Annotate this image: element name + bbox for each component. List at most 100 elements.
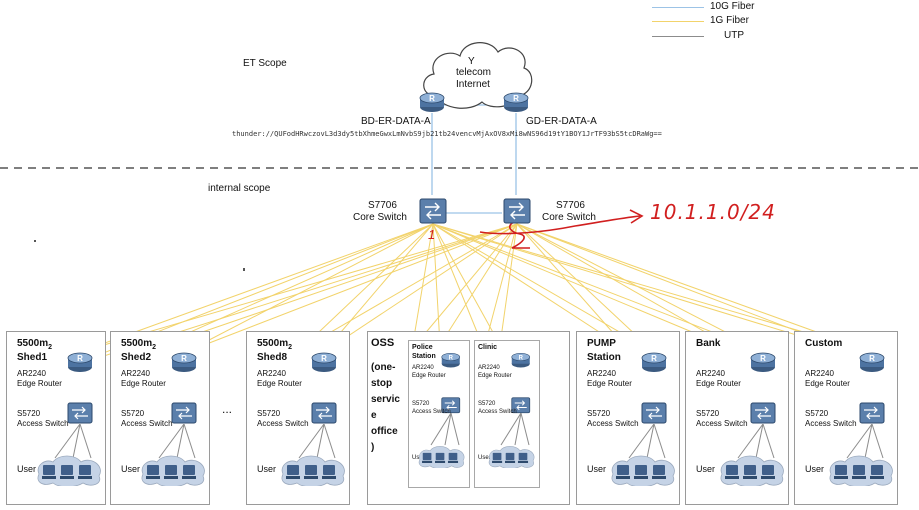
router-letter: R — [321, 354, 327, 363]
user-label: User — [257, 464, 277, 474]
access-switch-role: Access Switch — [696, 419, 748, 428]
cloud-line-1: Y — [468, 56, 475, 67]
utp-links — [737, 424, 775, 459]
utp-links — [430, 413, 460, 446]
internet-cloud: Y telecom Internet — [418, 34, 536, 114]
user-group-icon — [488, 446, 535, 469]
edge-router-model: AR2240 — [121, 369, 150, 378]
user-label: User — [17, 464, 37, 474]
border-router-right-label: GD-ER-DATA-A — [526, 116, 597, 127]
user-group-icon — [829, 455, 893, 488]
router-letter: R — [77, 354, 83, 363]
site-subtitle: Shed1 — [17, 352, 48, 363]
site-title-sup: 2 — [152, 344, 157, 351]
user-group — [279, 454, 349, 491]
access-switch-role: Access Switch — [587, 419, 639, 428]
oss-title-line-6: ) — [371, 442, 375, 453]
site-title: Custom — [805, 338, 842, 353]
handwritten-annotation-strokes — [479, 209, 644, 249]
access-switch-model: S5720 — [17, 409, 41, 418]
router-icon: R — [859, 352, 885, 372]
site-title-sup: 2 — [288, 344, 293, 351]
oss-sub-switch — [441, 397, 461, 414]
router-letter: R — [181, 354, 187, 363]
oss-sub-switch-role: Access Switch — [478, 409, 517, 415]
legend-swatch-1g — [652, 21, 704, 22]
user-group — [35, 454, 105, 491]
edge-router-role: Edge Router — [257, 379, 302, 388]
site-title-main: PUMP — [587, 338, 616, 349]
oss-title-line-5: office — [371, 426, 398, 437]
access-switch — [859, 402, 885, 424]
router-letter: R — [519, 355, 524, 361]
edge-router-role: Edge Router — [805, 379, 850, 388]
core-switch-right — [503, 198, 531, 224]
site-title: 5500m2 — [257, 338, 292, 353]
access-switch-model: S5720 — [257, 409, 281, 418]
site-title-main: 5500m — [121, 338, 153, 349]
access-switch-icon — [311, 402, 337, 424]
user-group-icon — [281, 455, 345, 488]
edge-router-role: Edge Router — [17, 379, 62, 388]
speck — [243, 268, 245, 271]
oss-sub-users — [417, 445, 467, 472]
access-switch — [311, 402, 337, 424]
oss-sub-title2: Station — [412, 353, 436, 360]
oss-sub-switch — [511, 397, 531, 414]
access-switch-icon — [511, 397, 531, 414]
internal-scope-label: internal scope — [208, 183, 271, 194]
core-right-role: Core Switch — [542, 212, 596, 223]
user-group — [827, 454, 897, 491]
utp-links — [158, 424, 196, 459]
oss-sub-title: Clinic — [478, 344, 498, 351]
border-router-left-label: BD-ER-DATA-A — [361, 116, 431, 127]
legend: 10G Fiber 1G Fiber UTP — [652, 1, 782, 41]
oss-sub-router: R — [441, 351, 461, 369]
user-label: User — [805, 464, 825, 474]
oss-sub-title: Police — [412, 344, 433, 351]
edge-router: R — [67, 350, 93, 374]
user-group-icon — [418, 446, 465, 469]
site-subtitle: Shed2 — [121, 352, 152, 363]
site-title: 5500m2 — [121, 338, 156, 353]
fiber-10g-links — [431, 104, 517, 214]
edge-router-role: Edge Router — [587, 379, 632, 388]
core-left-role: Core Switch — [353, 212, 407, 223]
cloud-line-3: Internet — [456, 79, 490, 90]
router-icon: R — [441, 352, 461, 368]
router-icon: R — [311, 352, 337, 372]
user-group-icon — [720, 455, 784, 488]
access-switch-icon — [641, 402, 667, 424]
user-label: User — [587, 464, 607, 474]
border-router-left: R — [419, 90, 445, 114]
utp-links — [298, 424, 336, 459]
user-group-icon — [37, 455, 101, 488]
site-subtitle: Shed8 — [257, 352, 288, 363]
site-title-main: Custom — [805, 338, 843, 349]
router-letter: R — [651, 354, 657, 363]
oss-sub-router-model: AR2240 — [478, 365, 500, 371]
border-router-right: R — [503, 90, 529, 114]
access-switch-icon — [441, 397, 461, 414]
router-icon: R — [503, 92, 529, 112]
access-switch-model: S5720 — [805, 409, 829, 418]
core-switch-left — [419, 198, 447, 224]
external-scope-label: ET Scope — [243, 58, 287, 69]
site-title-main: 5500m — [257, 338, 289, 349]
oss-title-line-0: OSS — [371, 337, 395, 349]
edge-router-role: Edge Router — [121, 379, 166, 388]
edge-router: R — [171, 350, 197, 374]
access-switch — [67, 402, 93, 424]
edge-router-model: AR2240 — [805, 369, 834, 378]
site-ellipsis: ... — [222, 402, 233, 416]
access-switch-role: Access Switch — [121, 419, 173, 428]
edge-router-model: AR2240 — [257, 369, 286, 378]
thunder-link-text: thunder://QUFodHRwczovL3d3dy5tbXhmeGwxLm… — [232, 130, 662, 138]
edge-router: R — [859, 350, 885, 374]
